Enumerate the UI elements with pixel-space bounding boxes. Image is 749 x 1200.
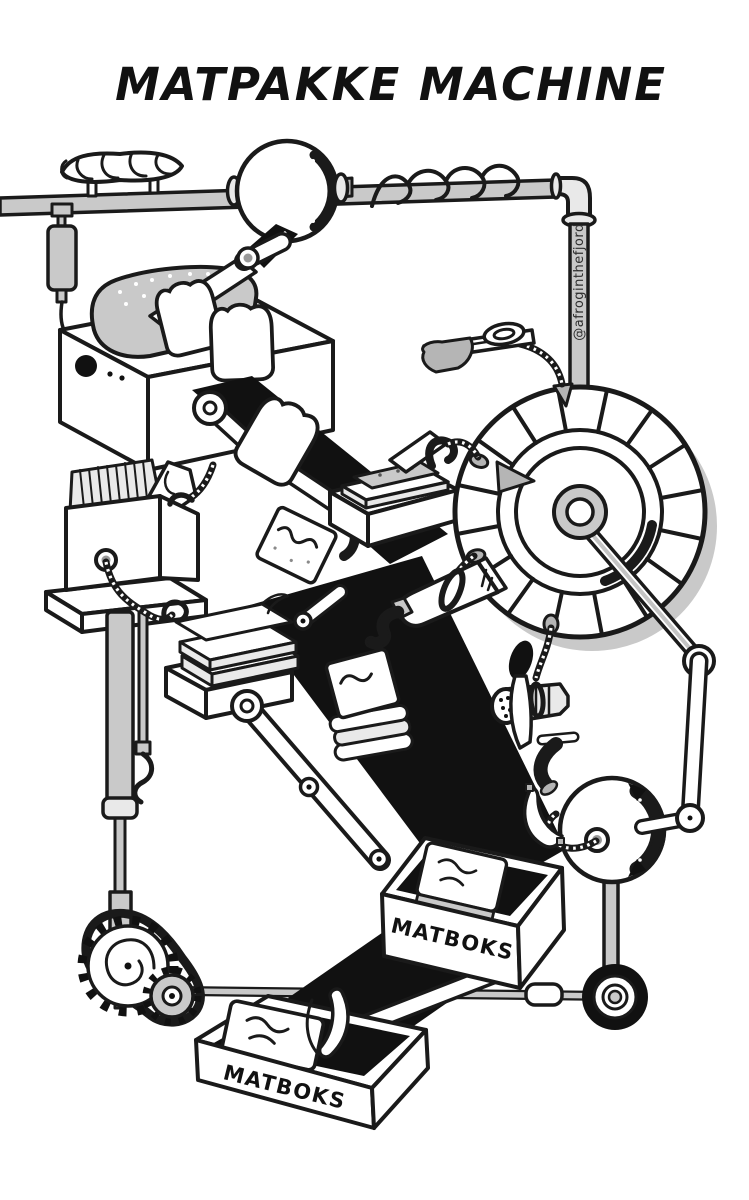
linkage-arm [680, 644, 716, 828]
sandwich-stack [324, 647, 414, 762]
rod-coupler [524, 982, 564, 1007]
cheese-slicer [421, 321, 566, 388]
bread-dispenser [64, 458, 217, 624]
cheese-hook-arm [425, 436, 482, 470]
baguette [60, 150, 184, 198]
banana-assembly [522, 731, 600, 852]
page-title: MATPAKKE MACHINE [115, 58, 667, 111]
kaviar-tube [364, 552, 508, 650]
spread-knife [508, 640, 534, 750]
knob [75, 355, 97, 377]
spread-knife-and-salt [490, 624, 570, 750]
s-hook [132, 751, 155, 805]
gear-drive [77, 890, 648, 1030]
hook-rod [137, 610, 149, 748]
eye-sphere [557, 775, 705, 982]
assembly-block [328, 430, 460, 548]
piston-leg [105, 610, 135, 806]
conveyor-belt-2-rail [230, 584, 414, 871]
corner-pulley [582, 964, 648, 1030]
wheel-spokes [455, 387, 705, 637]
wheel-pointer [495, 460, 536, 494]
damper [46, 202, 80, 348]
kaviar-paste [367, 608, 402, 647]
bread-slice [208, 301, 276, 383]
banana [522, 786, 564, 849]
pipe-elbow [549, 172, 597, 229]
falling-banana [317, 987, 350, 1059]
gripper-hook [161, 599, 189, 624]
lunchbox-middle: MATBOKS [380, 836, 566, 990]
artist-credit: @afroginthefjord [572, 223, 587, 341]
lunchbox-bottom: MATBOKS [194, 987, 430, 1130]
cheese-on-slicer [421, 336, 474, 374]
coiled-wire [370, 163, 521, 208]
selector-wheel [452, 382, 717, 666]
